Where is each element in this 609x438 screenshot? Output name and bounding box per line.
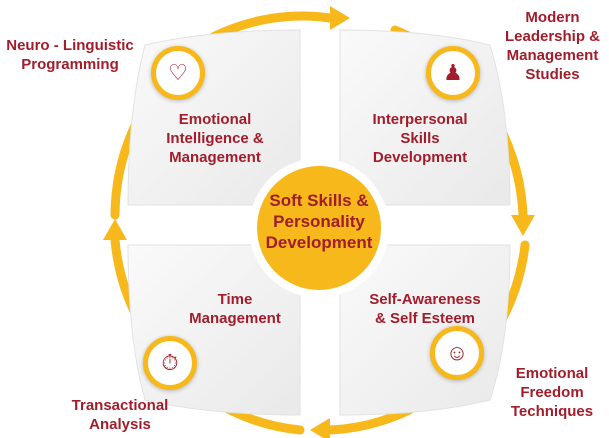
stopwatch-head-icon: ⏱ [143,336,197,390]
center-title: Soft Skills & Personality Development [265,191,373,252]
ring-arc-top [210,11,335,41]
center-circle [257,166,381,290]
quadrant-label-self-awareness: Self-Awareness & Self Esteem [369,291,481,327]
arrow-head-top [330,6,350,30]
arrow-head-bottom [310,418,330,438]
outer-label-modern-leadership: Modern Leadership & Management Studies [504,9,601,83]
outer-label-transactional-analysis: Transactional Analysis [71,397,169,433]
self-reflection-icon: ☺ [430,326,484,380]
arrow-head-right [511,215,535,236]
outer-label-eft: Emotional Freedom Techniques [510,365,594,420]
quadrant-label-interpersonal-skills: Interpersonal Skills Development [372,111,468,166]
outer-label-nlp: Neuro - Linguistic Programming [6,37,134,73]
team-communication-icon: ♟ [426,46,480,100]
quadrant-label-emotional-intelligence: Emotional Intelligence & Management [166,111,264,166]
arrow-head-left [103,219,127,240]
emotion-lightbulb-icon: ♡ [151,46,205,100]
quadrant-label-time-management: Time Management [189,291,281,327]
